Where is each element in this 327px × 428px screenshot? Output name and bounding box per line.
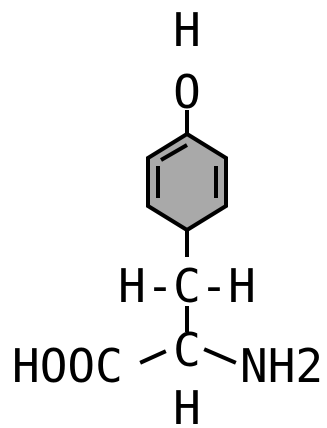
bond-methylene-right: - xyxy=(200,259,228,313)
atom-h-left: H xyxy=(118,259,146,313)
bond-alpha-nh2 xyxy=(203,347,237,365)
atom-h-right: H xyxy=(228,259,256,313)
atom-cooh: HOOC xyxy=(12,339,123,393)
atom-h-hydroxyl: H xyxy=(173,3,201,57)
atom-c-alpha: C xyxy=(173,323,201,377)
atom-h-bottom: H xyxy=(173,381,201,428)
bond-alpha-cooh xyxy=(139,349,167,365)
bond-methylene-left: - xyxy=(146,259,174,313)
atom-c-methylene: C xyxy=(173,259,201,313)
atom-nh2: NH2 xyxy=(240,339,323,393)
ring-double-bond-top xyxy=(160,143,188,162)
